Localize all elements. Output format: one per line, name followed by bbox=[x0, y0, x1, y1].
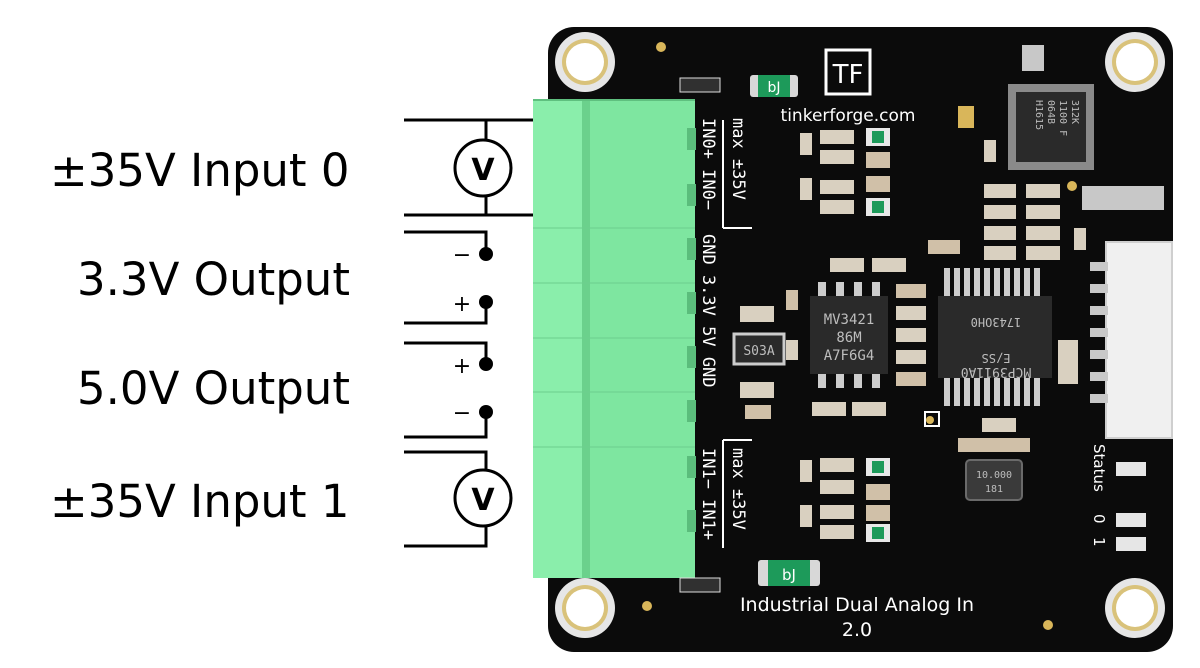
plus-sign: + bbox=[453, 354, 471, 379]
svg-text:10.000: 10.000 bbox=[976, 470, 1012, 481]
svg-text:1100 F: 1100 F bbox=[1057, 100, 1068, 136]
terminal-label-max-top: max ±35V bbox=[728, 118, 748, 200]
regulator-chip: MV3421 86M A7F6G4 bbox=[810, 282, 888, 388]
output-terminals: − + + − bbox=[453, 243, 493, 426]
terminal-label-in1: IN1− IN1+ bbox=[698, 448, 718, 540]
svg-text:E/SS: E/SS bbox=[982, 351, 1011, 365]
passive-components bbox=[740, 45, 1164, 542]
status-label: Status bbox=[1090, 444, 1108, 492]
svg-text:bJ: bJ bbox=[782, 566, 796, 584]
svg-text:312K: 312K bbox=[1069, 100, 1080, 124]
output50-label: 5.0V Output bbox=[77, 362, 350, 415]
voltmeter-icon: V bbox=[471, 153, 495, 188]
minus-sign: − bbox=[453, 243, 471, 268]
svg-text:bJ: bJ bbox=[767, 80, 780, 96]
terminal-silkscreen: IN0+ IN0− max ±35V GND 3.3V 5V GND IN1− … bbox=[698, 118, 752, 548]
terminal-label-max-bottom: max ±35V bbox=[728, 448, 748, 530]
board-name: Industrial Dual Analog In bbox=[740, 594, 974, 616]
output33-label: 3.3V Output bbox=[77, 253, 350, 306]
terminal-smd bbox=[679, 77, 721, 593]
logo-text: TF bbox=[832, 60, 864, 90]
svg-text:1743OH0: 1743OH0 bbox=[971, 315, 1022, 329]
diode-s03a: S03A bbox=[732, 332, 786, 366]
mounting-holes bbox=[555, 32, 1165, 638]
fuse-top: bJ bbox=[750, 75, 798, 97]
fuse-bottom: bJ bbox=[758, 560, 820, 586]
voltmeter-input0: V bbox=[453, 138, 513, 198]
svg-text:A7F6G4: A7F6G4 bbox=[824, 348, 875, 364]
status-leds: Status 0 1 bbox=[1090, 444, 1146, 551]
minus-sign: − bbox=[453, 401, 471, 426]
mcu-chip: 312K 1100 F 064B H1615 bbox=[1008, 84, 1094, 170]
led-1-label: 1 bbox=[1090, 537, 1108, 547]
svg-text:H1615: H1615 bbox=[1033, 100, 1044, 130]
voltmeter-icon: V bbox=[471, 483, 495, 518]
terminal-block bbox=[533, 99, 696, 578]
led-0-label: 0 bbox=[1090, 514, 1108, 524]
plus-sign: + bbox=[453, 292, 471, 317]
board-version: 2.0 bbox=[842, 619, 872, 641]
terminal-label-in0: IN0+ IN0− bbox=[698, 118, 718, 210]
svg-text:MCP3911A0: MCP3911A0 bbox=[961, 364, 1031, 379]
tinkerforge-logo: TF bbox=[824, 48, 872, 96]
bricklet-connector bbox=[1090, 241, 1173, 439]
input0-label: ±35V Input 0 bbox=[50, 144, 350, 197]
voltmeter-input1: V bbox=[453, 468, 513, 528]
crystal: 10.000 181 bbox=[965, 459, 1023, 501]
svg-text:064B: 064B bbox=[1045, 100, 1056, 124]
board-url: tinkerforge.com bbox=[781, 106, 916, 126]
input1-label: ±35V Input 1 bbox=[50, 475, 350, 528]
svg-text:S03A: S03A bbox=[743, 344, 774, 359]
svg-text:MV3421: MV3421 bbox=[824, 312, 875, 328]
svg-text:86M: 86M bbox=[836, 330, 861, 346]
svg-text:181: 181 bbox=[985, 484, 1003, 495]
adc-chip: 1743OH0 E/SS MCP3911A0 bbox=[938, 268, 1052, 406]
terminal-label-power: GND 3.3V 5V GND bbox=[698, 234, 718, 388]
